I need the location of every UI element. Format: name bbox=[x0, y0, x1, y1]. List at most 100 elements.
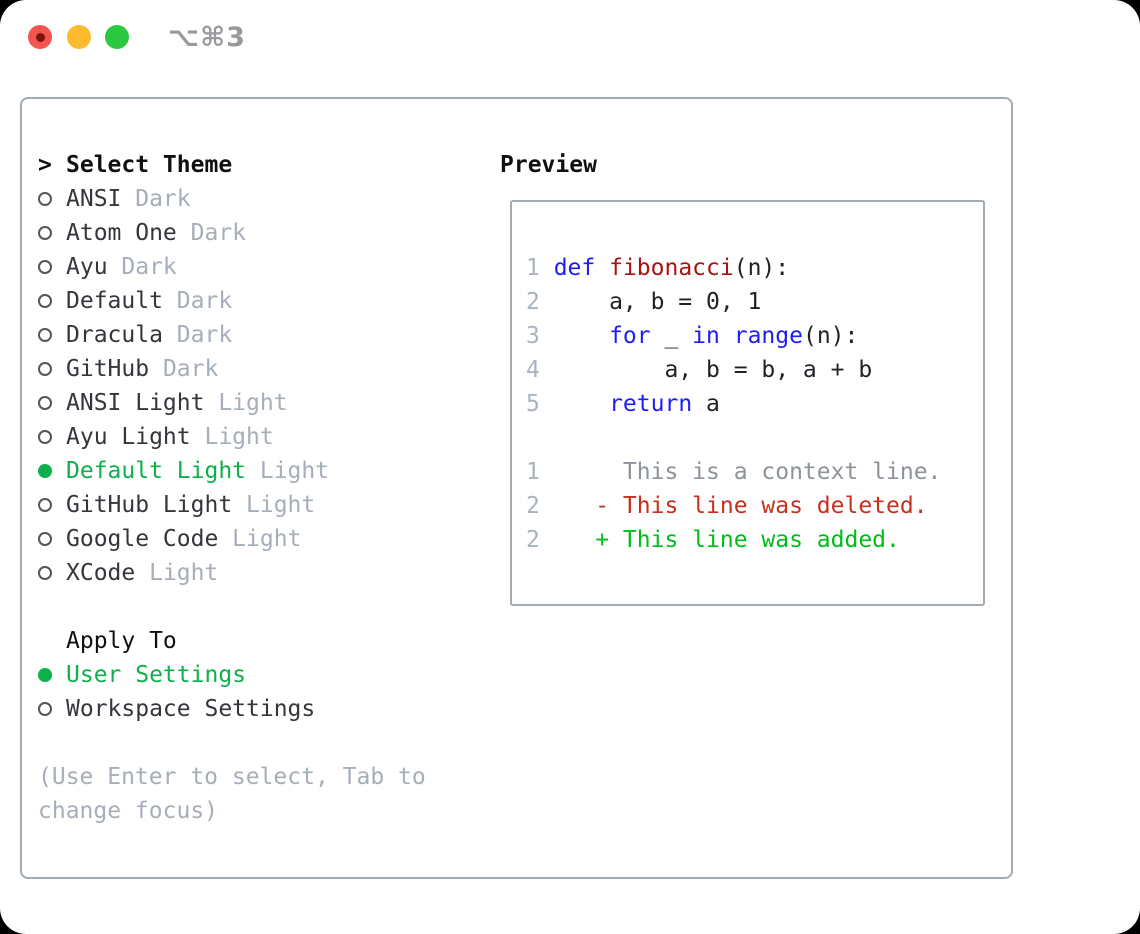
code-segment-plain bbox=[554, 391, 609, 417]
code-segment-plain: (n): bbox=[733, 255, 790, 281]
keyboard-shortcut-label: ⌥⌘3 bbox=[168, 22, 246, 53]
title-bar: ⌥⌘3 bbox=[0, 0, 1140, 97]
theme-option[interactable]: ANSI Dark bbox=[38, 182, 478, 216]
radio-circle bbox=[38, 294, 52, 308]
line-number: 2 bbox=[526, 527, 540, 553]
code-segment-plain: (n): bbox=[802, 323, 859, 349]
theme-name: Ayu Light bbox=[66, 424, 191, 450]
radio-circle bbox=[38, 362, 52, 376]
select-theme-title: Select Theme bbox=[66, 152, 233, 178]
minimize-button[interactable] bbox=[67, 25, 91, 49]
close-button[interactable] bbox=[28, 25, 52, 49]
theme-name: GitHub bbox=[66, 356, 150, 382]
theme-variant-tag: Dark bbox=[135, 186, 191, 212]
code-segment-keyword: def bbox=[553, 255, 596, 281]
theme-option[interactable]: Ayu Light Light bbox=[38, 420, 478, 454]
code-segment-plain: a, b = b, a + b bbox=[553, 357, 873, 383]
radio-circle bbox=[38, 192, 52, 206]
radio-icon bbox=[38, 192, 66, 206]
theme-option[interactable]: Atom One Dark bbox=[38, 216, 478, 250]
apply-to-header: Apply To bbox=[38, 624, 478, 658]
radio-circle bbox=[38, 328, 52, 342]
preview-code-line bbox=[526, 421, 983, 455]
radio-circle bbox=[38, 430, 52, 444]
line-number: 5 bbox=[526, 391, 540, 417]
code-segment-context: This is a context line. bbox=[553, 459, 942, 485]
theme-option[interactable]: Default Light Light bbox=[38, 454, 478, 488]
code-segment-deleted: - This line was deleted. bbox=[553, 493, 928, 519]
radio-circle bbox=[38, 464, 52, 478]
preview-code-line: 4 a, b = b, a + b bbox=[526, 353, 983, 387]
theme-name: ANSI Light bbox=[66, 390, 205, 416]
theme-option[interactable]: Dracula Dark bbox=[38, 318, 478, 352]
radio-circle bbox=[38, 668, 52, 682]
theme-variant-tag: Light bbox=[259, 458, 330, 484]
theme-name: ANSI bbox=[66, 186, 122, 212]
preview-code-line: 3 for _ in range(n): bbox=[526, 319, 983, 353]
apply-to-title: Apply To bbox=[66, 628, 177, 654]
radio-circle bbox=[38, 498, 52, 512]
radio-circle bbox=[38, 260, 52, 274]
theme-variant-tag: Dark bbox=[176, 322, 233, 348]
theme-variant-tag: Light bbox=[149, 560, 219, 586]
theme-option[interactable]: Default Dark bbox=[38, 284, 478, 318]
code-segment-keyword: return bbox=[609, 391, 693, 417]
apply-to-label: User Settings bbox=[66, 662, 247, 688]
theme-variant-tag: Dark bbox=[176, 288, 233, 314]
close-dot-icon bbox=[35, 32, 45, 42]
radio-icon bbox=[38, 566, 66, 580]
theme-name: Atom One bbox=[66, 220, 177, 246]
radio-icon bbox=[38, 294, 66, 308]
radio-icon bbox=[38, 362, 66, 376]
line-number: 1 bbox=[526, 459, 540, 485]
code-segment-keyword: range bbox=[733, 323, 803, 349]
theme-variant-tag: Light bbox=[232, 526, 302, 552]
theme-name: Default bbox=[66, 288, 163, 314]
line-number: 2 bbox=[526, 289, 540, 315]
zoom-button[interactable] bbox=[105, 25, 129, 49]
radio-icon bbox=[38, 430, 66, 444]
theme-name: Dracula bbox=[66, 322, 163, 348]
radio-circle bbox=[38, 702, 52, 716]
radio-selected-icon bbox=[38, 464, 66, 478]
line-number: 3 bbox=[526, 323, 540, 349]
apply-to-option[interactable]: Workspace Settings bbox=[38, 692, 478, 726]
theme-variant-tag: Light bbox=[204, 424, 274, 450]
code-segment-keyword: for bbox=[609, 323, 651, 349]
line-number: 4 bbox=[526, 357, 540, 383]
radio-icon bbox=[38, 260, 66, 274]
theme-option[interactable]: GitHub Dark bbox=[38, 352, 478, 386]
preview-code-line: 2 a, b = 0, 1 bbox=[526, 285, 983, 319]
help-text: (Use Enter to select, Tab to change focu… bbox=[38, 760, 478, 828]
radio-selected-icon bbox=[38, 668, 66, 682]
radio-circle bbox=[38, 566, 52, 580]
code-segment-function: fibonacci bbox=[609, 255, 734, 281]
preview-code-line: 5 return a bbox=[526, 387, 983, 421]
radio-circle bbox=[38, 532, 52, 546]
theme-variant-tag: Dark bbox=[162, 356, 219, 382]
code-segment-plain bbox=[720, 323, 734, 349]
code-segment-plain bbox=[595, 255, 609, 281]
code-segment-plain: a bbox=[692, 391, 720, 417]
help-line-1: (Use Enter to select, Tab to bbox=[38, 764, 426, 790]
radio-icon bbox=[38, 328, 66, 342]
apply-to-option[interactable]: User Settings bbox=[38, 658, 478, 692]
code-segment-plain bbox=[554, 323, 609, 349]
preview-code-line: 2 + This line was added. bbox=[526, 523, 983, 557]
theme-name: Default Light bbox=[66, 458, 247, 484]
code-segment-keyword: in bbox=[692, 323, 720, 349]
code-segment-plain: _ bbox=[650, 323, 693, 349]
focus-caret-icon: > bbox=[38, 152, 52, 178]
theme-variant-tag: Dark bbox=[190, 220, 247, 246]
